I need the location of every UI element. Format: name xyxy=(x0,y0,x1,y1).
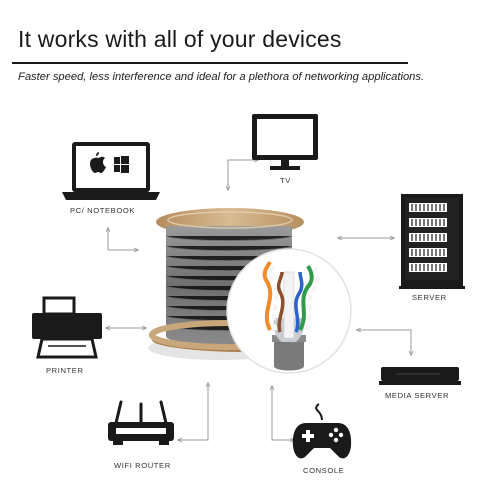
server-label: SERVER xyxy=(412,293,447,302)
pc-connector-arrow xyxy=(108,228,138,250)
page-title: It works with all of your devices xyxy=(18,26,342,52)
tv-icon xyxy=(252,114,318,170)
console-label: CONSOLE xyxy=(303,466,345,475)
twisted-pairs-detail-image xyxy=(226,248,352,374)
connection-arrows xyxy=(106,160,411,440)
media-server-connector-arrow xyxy=(357,330,411,355)
wifi-router-icon xyxy=(108,400,174,445)
page-subtitle: Faster speed, less interference and idea… xyxy=(18,71,425,83)
router-connector-arrow xyxy=(178,383,208,440)
tv-label: TV xyxy=(280,176,291,185)
tv-connector-arrow xyxy=(228,160,258,190)
title-divider xyxy=(12,62,408,64)
laptop-icon xyxy=(62,142,160,200)
gamepad-icon xyxy=(292,403,352,459)
media-server-icon xyxy=(379,367,461,385)
wifi-router-label: WIFI ROUTER xyxy=(114,461,171,470)
server-rack-icon xyxy=(399,194,465,289)
printer-label: PRINTER xyxy=(46,366,84,375)
printer-icon xyxy=(32,296,102,359)
media-server-label: MEDIA SERVER xyxy=(385,391,450,400)
pc-notebook-label: PC/ NOTEBOOK xyxy=(70,206,136,215)
console-connector-arrow xyxy=(272,386,294,440)
